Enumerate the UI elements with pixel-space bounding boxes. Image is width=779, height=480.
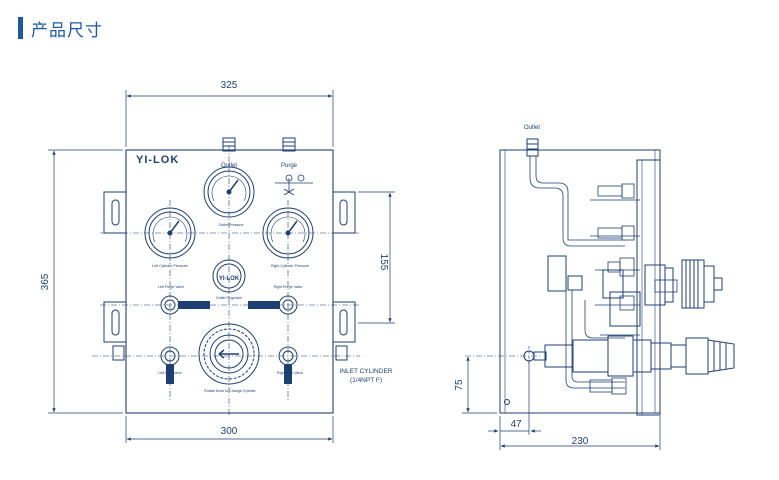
side-dimension-height: 75 [454, 379, 465, 391]
brand-logo: YI-LOK [136, 154, 179, 166]
page-title: 产品尺寸 [31, 20, 103, 41]
side-bottom-fitting [504, 399, 510, 405]
right-cylinder-pressure-label: Right Cylinder Pressure [271, 264, 309, 268]
section-header: 产品尺寸 [18, 14, 103, 42]
left-purge-valve-label: Left Purge Valve [158, 285, 184, 289]
mounting-bracket [636, 159, 661, 416]
regulator-knob-side [681, 259, 723, 309]
inlet-thread-label: (1/4NPT F) [350, 377, 382, 384]
dimension-left: 365 [40, 273, 51, 290]
side-dimension-lines [462, 356, 661, 450]
regulator-body [547, 255, 674, 327]
side-outlet-fitting [526, 138, 539, 157]
front-view [48, 90, 395, 443]
left-inlet-valve [160, 346, 180, 384]
outlet-gauge-brand: YI-LOK [219, 276, 240, 282]
left-cylinder-pressure-label: Left Cylinder Pressure [152, 264, 188, 268]
side-dimension-offset: 47 [510, 419, 522, 430]
right-inlet-valve [278, 346, 298, 384]
right-purge-valve-label: Right Purge Valve [274, 285, 303, 289]
right-cylinder-gauge [262, 207, 314, 259]
outlet-label: Outlet [221, 163, 237, 169]
right-purge-valve [248, 295, 298, 315]
outlet-pressure-gauge [203, 166, 255, 218]
side-panel [499, 149, 661, 414]
outlet-regulator-knob [212, 259, 246, 293]
purge-schematic-symbol [275, 174, 313, 196]
left-inlet-valve-label: Left Inlet Valve [158, 371, 182, 375]
inlet-cylinder-label: INLET CYLINDER [340, 368, 393, 375]
changeover-knob [198, 323, 260, 385]
purge-fitting [282, 137, 296, 152]
right-inlet-valve-label: Right Inlet Valve [277, 371, 303, 375]
header-accent-bar [18, 17, 23, 39]
outlet-pressure-label: Outlet Pressure [219, 223, 244, 227]
left-purge-valve [160, 295, 210, 315]
side-fittings [589, 183, 678, 395]
dimension-top: 325 [221, 80, 238, 91]
front-panel [125, 149, 334, 414]
side-dimension-width: 230 [572, 436, 589, 447]
dimension-bottom: 300 [221, 426, 238, 437]
purge-label: Purge [281, 163, 298, 169]
front-dimension-lines [48, 90, 395, 443]
outlet-regulator-label: Outlet Regulator [216, 296, 243, 300]
side-outlet-label: Outlet [524, 125, 540, 131]
side-view [462, 138, 735, 450]
mounting-ears [103, 191, 356, 361]
dimension-right: 155 [378, 254, 389, 271]
changeover-valve-body [544, 335, 735, 377]
rotate-knob-label: Rotate Knob to Change Cylinder [204, 389, 257, 393]
left-cylinder-gauge [144, 207, 196, 259]
